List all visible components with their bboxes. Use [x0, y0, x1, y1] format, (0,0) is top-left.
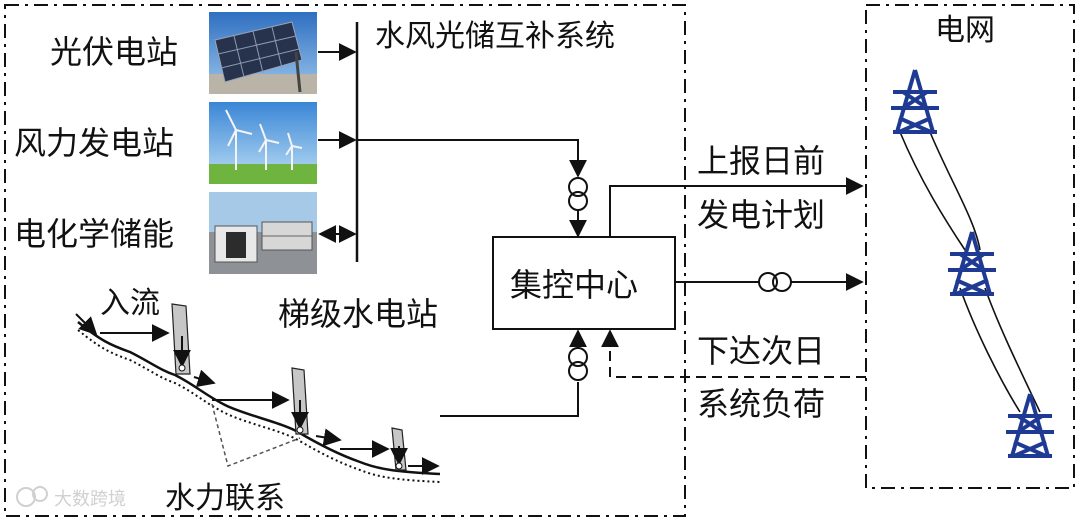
wind-farm-photo: [209, 102, 317, 184]
bus-to-center-line: [357, 139, 587, 178]
transformer-icon: [568, 347, 588, 381]
pv-station-label: 光伏电站: [50, 33, 178, 71]
dam-3: [390, 427, 408, 471]
transmission-tower-icon: [891, 69, 939, 134]
dam-2: [291, 367, 309, 435]
control-center-label: 集控中心: [510, 266, 638, 304]
wind-station-label: 风力发电站: [14, 124, 174, 162]
solar-panel-photo: [209, 12, 317, 94]
transmission-lines: [899, 131, 1041, 413]
report-plan-arrow: [609, 177, 864, 237]
load-issue-arrow: [601, 329, 866, 378]
control-center-box: [492, 236, 676, 330]
transformer-icon: [568, 177, 588, 211]
hydro-to-center-line: [440, 382, 579, 417]
hydraulic-link-label: 水力联系: [165, 481, 285, 516]
transmission-tower-icon: [948, 231, 996, 296]
hydro-station-label: 梯级水电站: [278, 295, 438, 333]
grid-title: 电网: [935, 13, 995, 48]
report-line2: 发电计划: [697, 196, 825, 234]
issue-line2: 系统负荷: [697, 385, 825, 423]
transformer-icon: [758, 272, 792, 292]
system-boundary: [4, 4, 686, 517]
svg-text:大数跨境: 大数跨境: [54, 489, 126, 510]
inflow-label: 入流: [100, 286, 160, 321]
dam-1: [171, 303, 191, 375]
issue-line1: 下达次日: [697, 332, 825, 370]
system-title: 水风光储互补系统: [375, 19, 615, 54]
cascade-river: [75, 313, 441, 483]
grid-boundary: [865, 4, 1075, 489]
transmission-tower-icon: [1006, 393, 1054, 458]
watermark: 大数跨境: [16, 486, 126, 510]
report-line1: 上报日前: [697, 142, 825, 180]
battery-storage-photo: [209, 192, 317, 274]
storage-label: 电化学储能: [14, 215, 174, 253]
